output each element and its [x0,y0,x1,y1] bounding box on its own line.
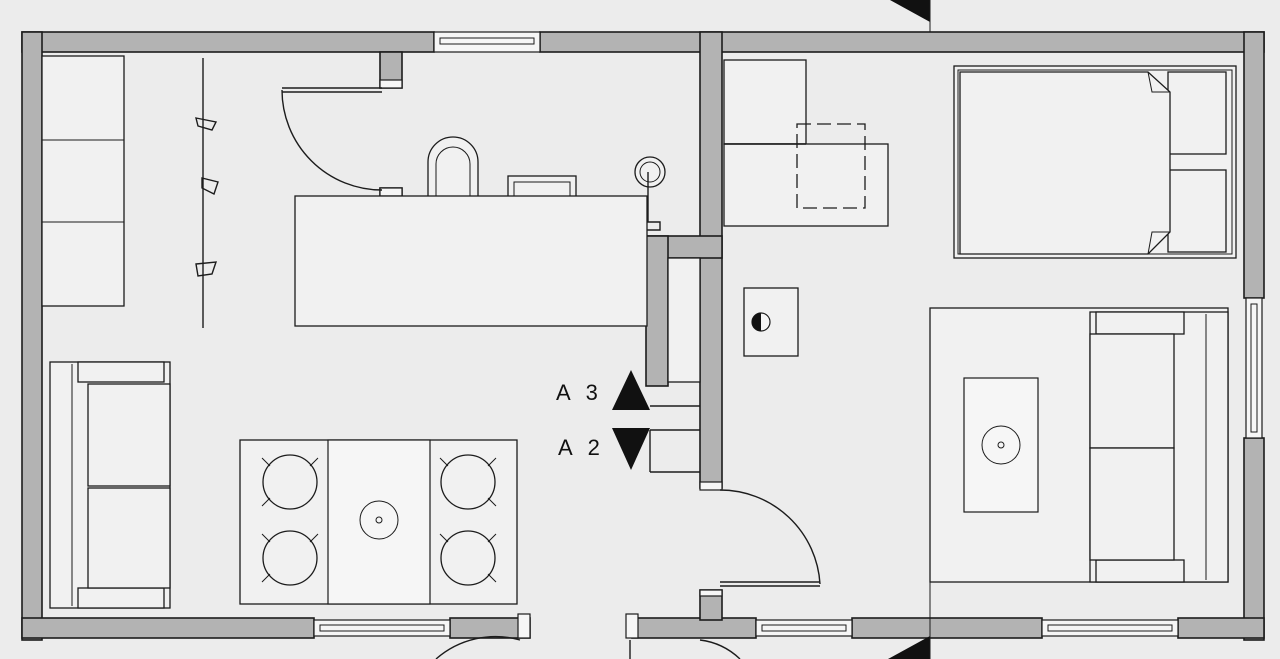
door-swing-bottom-left [435,635,521,659]
coffee-table [963,377,1039,513]
wall-bottom-5 [1177,617,1265,639]
lounge-area [929,307,1229,583]
wall-bottom-3 [631,617,757,639]
door-entry [719,489,821,587]
window-bottom-right [1041,619,1179,637]
section-label-a2: A 2 [558,435,605,460]
chair-icon [261,530,319,586]
sofa-left [49,361,171,609]
cut-marker-bottom-icon [888,636,930,659]
chair-icon [439,530,497,586]
sofa-right [1089,311,1229,583]
wall-top-left [21,31,435,53]
wall-right-upper [1243,31,1265,299]
section-marker-a3: A 3 [556,370,700,410]
fireplace [743,287,799,357]
window-bottom-left [313,619,451,637]
hanger-icon [195,117,218,131]
wall-stub [645,235,669,387]
closet-niche [667,257,701,383]
wall-right-lower [1243,437,1265,641]
door-swing-bottom-middle [699,639,741,659]
desk-chair-outline [796,123,866,209]
door-bathroom [281,87,383,191]
chair-icon [439,454,497,510]
hanger-icon [195,261,218,277]
hanger-icon [201,177,219,195]
wardrobe [41,55,125,307]
section-label-a3: A 3 [556,380,603,405]
section-marker-a2: A 2 [558,428,700,473]
dining-table [327,439,431,605]
dining-area [239,439,518,605]
wall-left [21,31,43,641]
window-bottom-middle [755,619,853,637]
desk-area [723,59,889,227]
window-top [433,31,541,53]
wall-top-right [539,31,1265,53]
windows [313,31,1263,637]
arrow-down-icon [612,428,650,470]
window-right [1245,297,1263,439]
chair-icon [261,454,319,510]
cut-marker-top-icon [890,0,930,22]
arrow-up-icon [612,370,650,410]
bed [953,65,1237,259]
wall-bottom-4 [851,617,1043,639]
wall-end-cap [699,481,723,491]
doors [281,87,821,659]
wall-bottom-1 [21,617,315,639]
coat-rail [195,58,219,328]
kitchen-counter [294,195,648,327]
wall-central-vertical [699,31,723,489]
